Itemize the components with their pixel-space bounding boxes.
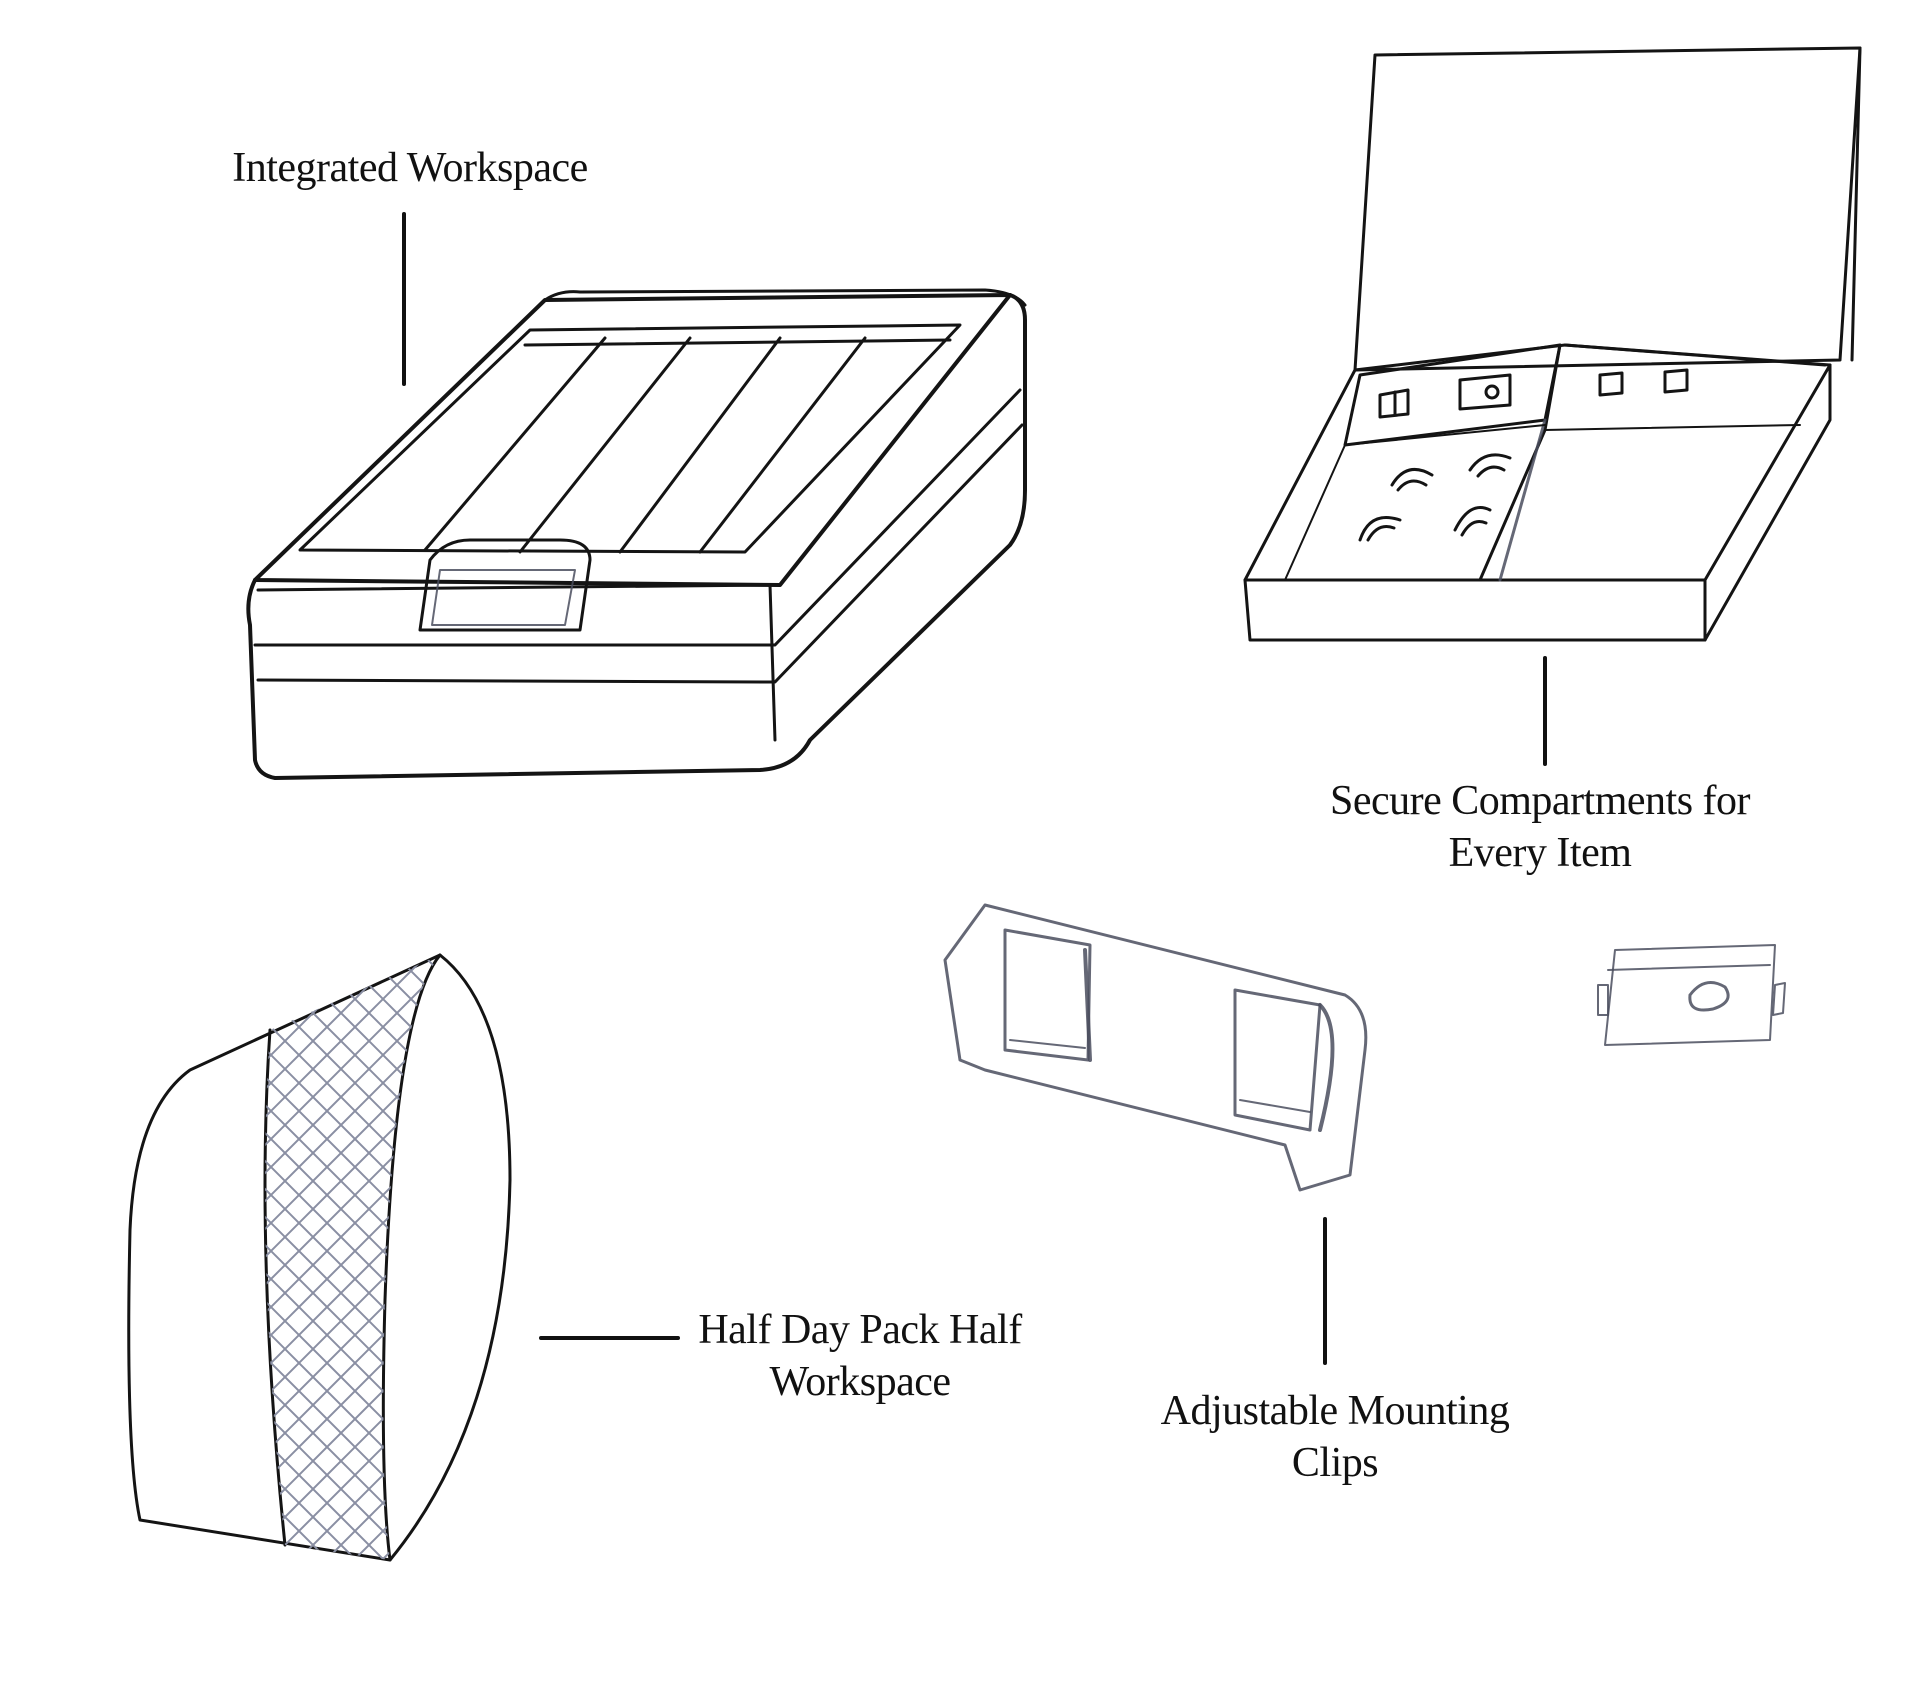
mesh-hatch-line xyxy=(265,955,440,1560)
mesh-hatch-line xyxy=(265,955,395,1560)
mesh-hatch-line xyxy=(0,950,254,1570)
mesh-hatch-line xyxy=(417,955,440,1560)
mesh-hatch-line xyxy=(265,955,440,1560)
mesh-hatch-line xyxy=(265,955,440,1560)
callout-text-line-2: Workspace xyxy=(769,1359,951,1405)
mesh-hatch-line xyxy=(484,950,1104,1570)
mesh-hatch-line xyxy=(305,955,440,1560)
mesh-hatch-line xyxy=(265,955,440,1560)
mesh-hatch-line xyxy=(265,955,440,1560)
mesh-hatch-line xyxy=(0,950,170,1570)
mesh-hatch-line xyxy=(265,955,433,1560)
mesh-hatch-line xyxy=(558,950,1178,1570)
mesh-hatch-line xyxy=(287,955,440,1560)
mesh-hatch-line xyxy=(265,955,440,1560)
mesh-hatch-line xyxy=(265,955,311,1560)
mesh-hatch-line xyxy=(265,955,440,1560)
mesh-hatch-line xyxy=(265,955,440,1560)
mesh-hatch-line xyxy=(265,955,440,1560)
callout-text-line-1: Half Day Pack Half xyxy=(698,1307,1022,1353)
callout-mounting-clips: Adjustable Mounting Clips xyxy=(1150,1385,1520,1489)
mesh-hatch-line xyxy=(277,955,440,1560)
mesh-hatch-line xyxy=(265,955,440,1560)
mesh-hatch-line xyxy=(265,955,440,1560)
mesh-hatch-line xyxy=(427,955,440,1560)
mesh-hatch-line xyxy=(265,955,440,1560)
mesh-hatch-line xyxy=(586,950,1206,1570)
mesh-hatch-line xyxy=(0,950,68,1570)
mounting-clip-sketch xyxy=(943,903,1368,1192)
mesh-hatch-line xyxy=(265,955,440,1560)
mesh-hatch-line xyxy=(265,955,440,1560)
mesh-hatch-line xyxy=(474,950,1094,1570)
callout-integrated-workspace: Integrated Workspace xyxy=(190,142,630,194)
mesh-hatch-line xyxy=(265,955,440,1560)
mesh-hatch-line xyxy=(456,950,1076,1570)
mesh-hatch-line xyxy=(265,955,440,1560)
closed-case-sketch xyxy=(246,288,1027,780)
mesh-hatch-line xyxy=(0,950,180,1570)
mesh-hatch-line xyxy=(0,950,96,1570)
mesh-hatch-line xyxy=(371,955,440,1560)
mesh-hatch-line xyxy=(0,950,236,1570)
mesh-hatch-line xyxy=(265,955,440,1560)
mesh-hatch-line xyxy=(265,955,283,1560)
mesh-hatch-line xyxy=(530,950,1150,1570)
mesh-hatch-line xyxy=(0,950,40,1570)
mesh-hatch-line xyxy=(333,955,440,1560)
callout-text-line-2: Clips xyxy=(1291,1440,1379,1486)
mesh-hatch-line xyxy=(265,955,440,1560)
callout-half-day-pack: Half Day Pack Half Workspace xyxy=(680,1304,1040,1408)
callout-text-line-1: Secure Compartments for xyxy=(1329,778,1751,824)
mesh-hatch-line xyxy=(265,955,440,1560)
mesh-hatch-line xyxy=(0,950,264,1570)
mesh-hatch-line xyxy=(265,955,423,1560)
mesh-hatch-line xyxy=(0,950,12,1570)
callout-text-line-2: Every Item xyxy=(1448,830,1632,876)
mesh-hatch-line xyxy=(0,950,124,1570)
mesh-hatch-line xyxy=(265,955,440,1560)
mesh-hatch-line xyxy=(265,955,440,1560)
mesh-hatch-line xyxy=(265,955,440,1560)
mesh-hatch-line xyxy=(265,955,440,1560)
mesh-hatch-line xyxy=(614,950,1234,1570)
callout-text-line-1: Adjustable Mounting xyxy=(1160,1388,1510,1434)
mesh-hatch-line xyxy=(389,955,440,1560)
mesh-hatch-line xyxy=(0,950,198,1570)
mesh-hatch-line xyxy=(0,950,226,1570)
mesh-hatch-line xyxy=(0,950,208,1570)
mesh-hatch-line xyxy=(265,955,440,1560)
mesh-hatch-line xyxy=(446,950,1066,1570)
mesh-hatch-line xyxy=(265,955,377,1560)
mesh-hatch-line xyxy=(265,955,321,1560)
mesh-hatch-line xyxy=(361,955,440,1560)
mesh-hatch-line xyxy=(265,955,440,1560)
mesh-hatch-line xyxy=(265,955,405,1560)
mesh-hatch-line xyxy=(265,955,440,1560)
small-clip-sketch xyxy=(1597,944,1786,1046)
mesh-hatch-line xyxy=(265,955,440,1560)
open-case-sketch xyxy=(1243,46,1862,642)
mesh-hatch-line xyxy=(265,955,440,1560)
mesh-hatch-line xyxy=(343,955,440,1560)
callout-secure-compartments: Secure Compartments for Every Item xyxy=(1290,775,1790,879)
callout-text: Integrated Workspace xyxy=(232,145,588,191)
mesh-hatch-line xyxy=(265,955,440,1560)
